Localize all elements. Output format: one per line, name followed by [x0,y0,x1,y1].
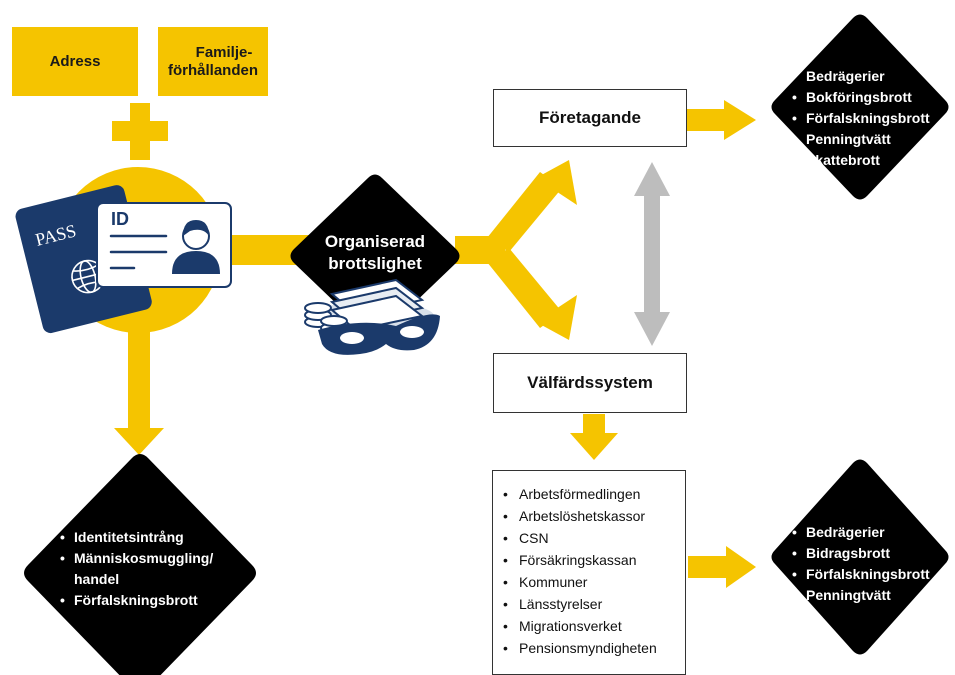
address-box: Adress [12,27,138,96]
agencies-list: Arbetsförmedlingen Arbetslöshetskassor C… [492,470,686,675]
family-label-line2: förhållanden [167,61,258,79]
arrow-business-crimes [686,100,756,140]
organized-crime-label: Organiserad brottslighet [300,231,450,275]
list-item: Människosmuggling/ [60,548,213,569]
list-item-text: handel [74,571,120,587]
plus-icon [112,103,168,160]
welfare-label: Välfärdssystem [527,373,653,392]
organized-crime-line1: Organiserad [324,232,426,251]
list-item: Förfalskningsbrott [792,108,930,129]
gray-double-arrow [634,162,670,346]
business-crimes-list: Bedrägerier Bokföringsbrott Förfalskning… [792,66,930,171]
list-item: Förfalskningsbrott [60,590,213,611]
list-item: Kommuner [503,571,685,593]
list-item: Länsstyrelser [503,593,685,615]
list-item: Identitetsintrång [60,527,213,548]
list-item: Arbetsförmedlingen [503,483,685,505]
money-mask-icon [304,278,440,355]
list-item: CSN [503,527,685,549]
business-label: Företagande [538,108,642,127]
list-item: Penningtvätt [792,129,930,150]
list-item-continuation: handel [60,569,213,590]
list-item: Pensionsmyndigheten [503,637,685,659]
welfare-box: Välfärdssystem [493,353,687,413]
fork-arrows [455,160,577,340]
card-lines [109,234,168,270]
list-item: Bokföringsbrott [792,87,930,108]
person-icon [172,220,220,274]
family-label-line1: Familje- [195,43,253,61]
welfare-crimes-list: Bedrägerier Bidragsbrott Förfalskningsbr… [792,522,930,606]
list-item: Bedrägerier [792,522,930,543]
business-box: Företagande [493,89,687,147]
list-item: Skattebrott [792,150,930,171]
list-item: Försäkringskassan [503,549,685,571]
address-label: Adress [49,52,101,70]
arrow-down-identity [114,320,164,455]
id-card-label: ID [111,209,129,229]
list-item: Bedrägerier [792,66,930,87]
list-item: Penningtvätt [792,585,930,606]
list-item: Migrationsverket [503,615,685,637]
list-item: Bidragsbrott [792,543,930,564]
list-item: Arbetslöshetskassor [503,505,685,527]
id-card-icon: ID [96,202,232,288]
family-box: Familje- förhållanden [158,27,268,96]
list-item: Förfalskningsbrott [792,564,930,585]
arrow-list-crimes [688,546,756,588]
organized-crime-line2: brottslighet [328,254,422,273]
identity-crimes-list: Identitetsintrång Människosmuggling/ han… [60,527,213,611]
arrow-welfare-list [570,414,618,460]
